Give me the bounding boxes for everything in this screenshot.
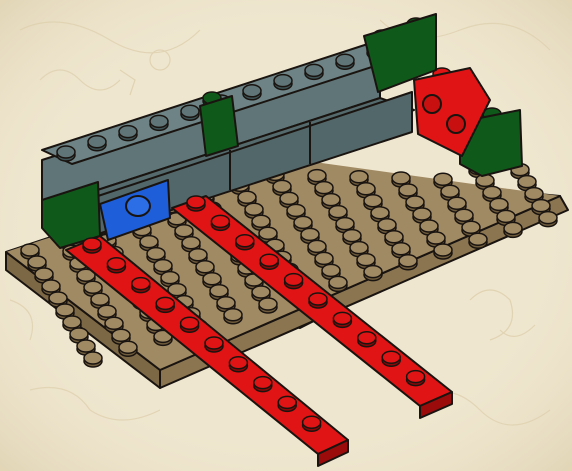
red-plate-stud [285, 274, 303, 289]
red-plate-stud [382, 351, 400, 366]
gray-stud [336, 54, 354, 69]
red-plate-stud [205, 337, 223, 352]
base-plate-stud [224, 309, 242, 324]
red-plate-stud [83, 238, 101, 253]
base-plate-stud [84, 352, 102, 367]
red-plate-stud [211, 215, 229, 230]
base-plate-stud [434, 244, 452, 259]
red-plate-stud [236, 235, 254, 250]
base-plate-stud [364, 266, 382, 281]
red-plate-stud [358, 332, 376, 347]
gray-stud [57, 146, 75, 161]
base-plate-stud [119, 341, 137, 356]
red-plate-stud [407, 371, 425, 386]
gray-stud [181, 105, 199, 120]
red-plate-stud [229, 357, 247, 372]
red-plate-stud [303, 416, 321, 431]
base-plate-stud [259, 298, 277, 313]
gray-stud [243, 85, 261, 100]
red-plate-stud [309, 293, 327, 308]
base-plate-stud [504, 222, 522, 237]
base-plate-stud [469, 233, 487, 248]
base-plate-stud [399, 255, 417, 270]
gray-stud [150, 115, 168, 130]
gray-stud [274, 75, 292, 90]
gray-stud [119, 126, 137, 141]
gray-stud [88, 136, 106, 151]
gray-stud [305, 64, 323, 79]
red-plate-stud [156, 297, 174, 312]
red-plate-stud [333, 312, 351, 327]
red-plate-stud [187, 196, 205, 211]
red-plate-stud [132, 278, 150, 293]
red-plate-stud [254, 377, 272, 392]
red-plate-stud [260, 254, 278, 269]
base-plate-stud [539, 212, 557, 227]
red-plate-stud [107, 258, 125, 273]
red-plate-stud [278, 396, 296, 411]
base-plate-stud [329, 276, 347, 291]
red-plate-stud [181, 317, 199, 332]
